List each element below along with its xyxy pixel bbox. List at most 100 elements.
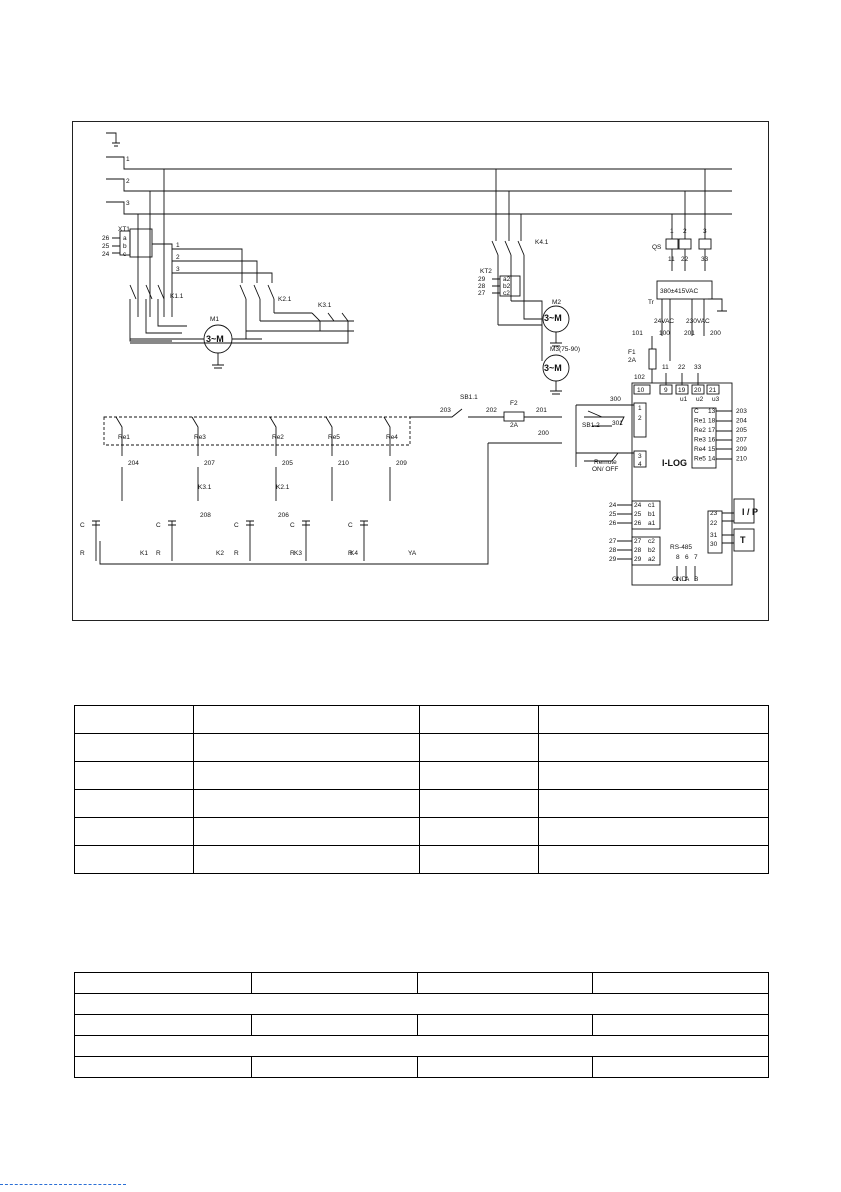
wire-label: 202	[486, 407, 497, 414]
ilog-pin: 8	[676, 554, 680, 561]
ilog-pin-label: a1	[648, 520, 656, 527]
relay-label: Re2	[272, 434, 284, 441]
wire-label: 206	[278, 512, 289, 519]
ilog-pin: 31	[710, 532, 718, 539]
out-num: 11	[662, 364, 669, 371]
relay-label: Re4	[386, 434, 398, 441]
table-cell	[538, 817, 769, 846]
kt2-contact: a2	[503, 276, 511, 283]
coil-label: K3	[294, 550, 302, 557]
wire-label: 209	[736, 446, 747, 453]
table-row	[74, 733, 769, 762]
capacitor-label: C	[156, 522, 161, 529]
ilog-pin: 16	[708, 437, 716, 444]
xt1-terminal: 26	[102, 235, 110, 242]
table-row	[74, 1035, 769, 1057]
ilog-pin: 23	[710, 510, 718, 517]
ilog-pin: 14	[708, 456, 716, 463]
table-row	[74, 789, 769, 818]
ilog-terminal: 27	[609, 538, 617, 545]
relay-label: Re3	[194, 434, 206, 441]
resistor-label: R	[156, 550, 161, 557]
m2-label: M2	[552, 299, 561, 306]
wire-label: 205	[736, 427, 747, 434]
ilog-pin: 17	[708, 427, 716, 434]
table-cell	[418, 789, 540, 818]
wire-label: 209	[396, 460, 407, 467]
table-cell	[538, 705, 769, 734]
wire-label: 2	[176, 254, 180, 261]
ilog-pin: 28	[634, 547, 642, 554]
qs-pin: 3	[703, 228, 707, 235]
motor-symbol: 3~M	[544, 363, 562, 373]
ilog-pin-label: Re4	[694, 446, 706, 453]
wire-label: 203	[440, 407, 451, 414]
table-cell	[192, 761, 420, 790]
wire-label: 203	[736, 408, 747, 415]
ilog-pin: 7	[694, 554, 698, 561]
table-cell	[74, 733, 194, 762]
ilog-pin: 27	[634, 538, 642, 545]
ilog-terminal: 24	[609, 502, 617, 509]
rs485-pin-label: B	[694, 576, 698, 583]
ilog-pin: 1	[638, 405, 642, 412]
wire	[92, 520, 100, 561]
tap: 101	[632, 330, 643, 337]
qs-pin: 11	[668, 256, 675, 263]
phase-label: 3	[126, 200, 130, 207]
kt2-terminal: 28	[478, 283, 486, 290]
ilog-pin: 4	[638, 461, 642, 468]
wire	[302, 520, 310, 561]
table-cell	[418, 845, 540, 874]
tap: 100	[659, 330, 670, 337]
m1-label: M1	[210, 316, 219, 323]
wire-label: 3	[176, 266, 180, 273]
resistor-label: R	[234, 550, 239, 557]
table-cell	[192, 733, 420, 762]
ip-label: I / P	[742, 507, 758, 517]
capacitor-label: C	[290, 522, 295, 529]
kt2-label: KT2	[480, 268, 492, 275]
wire-label: 204	[736, 418, 747, 425]
coil-label: K1	[140, 550, 148, 557]
coil-label: YA	[408, 550, 417, 557]
remote-label: Remote	[594, 459, 617, 466]
k4-label: K4.1	[535, 239, 549, 246]
kt2-terminal: 29	[478, 276, 486, 283]
ilog-terminal: 28	[609, 547, 617, 554]
qs-pin: 2	[683, 228, 687, 235]
capacitor-label: C	[80, 522, 85, 529]
footer-rule	[0, 1184, 126, 1185]
m3-label: M3(75-90)	[550, 346, 580, 353]
ilog-pin: 30	[710, 541, 718, 548]
k2-label: K2.1	[278, 296, 292, 303]
ilog-pin-label: Re3	[694, 437, 706, 444]
ilog-pin: 18	[708, 418, 716, 425]
table-cell	[74, 761, 194, 790]
ilog-pin: 20	[694, 387, 702, 394]
qs-pin: 22	[681, 256, 689, 263]
tr-label: Tr	[648, 299, 655, 306]
coil-label: K4	[350, 550, 358, 557]
ilog-u: u3	[712, 396, 720, 403]
motor-symbol: 3~M	[206, 334, 224, 344]
out-num: 33	[694, 364, 702, 371]
ilog-u: u1	[680, 396, 688, 403]
table-2	[74, 972, 769, 1078]
ilog-pin-label: b1	[648, 511, 656, 518]
ilog-pin-label: Re2	[694, 427, 706, 434]
ilog-pin-label: Re1	[694, 418, 706, 425]
table-cell	[74, 845, 194, 874]
f2-rating: 2A	[510, 422, 519, 429]
tr-rating: 380±415VAC	[660, 288, 698, 295]
table-cell	[74, 705, 194, 734]
ilog-pin: 26	[634, 520, 642, 527]
wire	[191, 416, 199, 501]
f2-label: F2	[510, 400, 518, 407]
ilog-pin: 13	[708, 408, 716, 415]
ilog-pin-label: Re5	[694, 456, 706, 463]
wire	[246, 520, 254, 561]
f1-out: 102	[634, 374, 645, 381]
ilog-terminal: 29	[609, 556, 617, 563]
ilog-pin-label: c1	[648, 502, 655, 509]
